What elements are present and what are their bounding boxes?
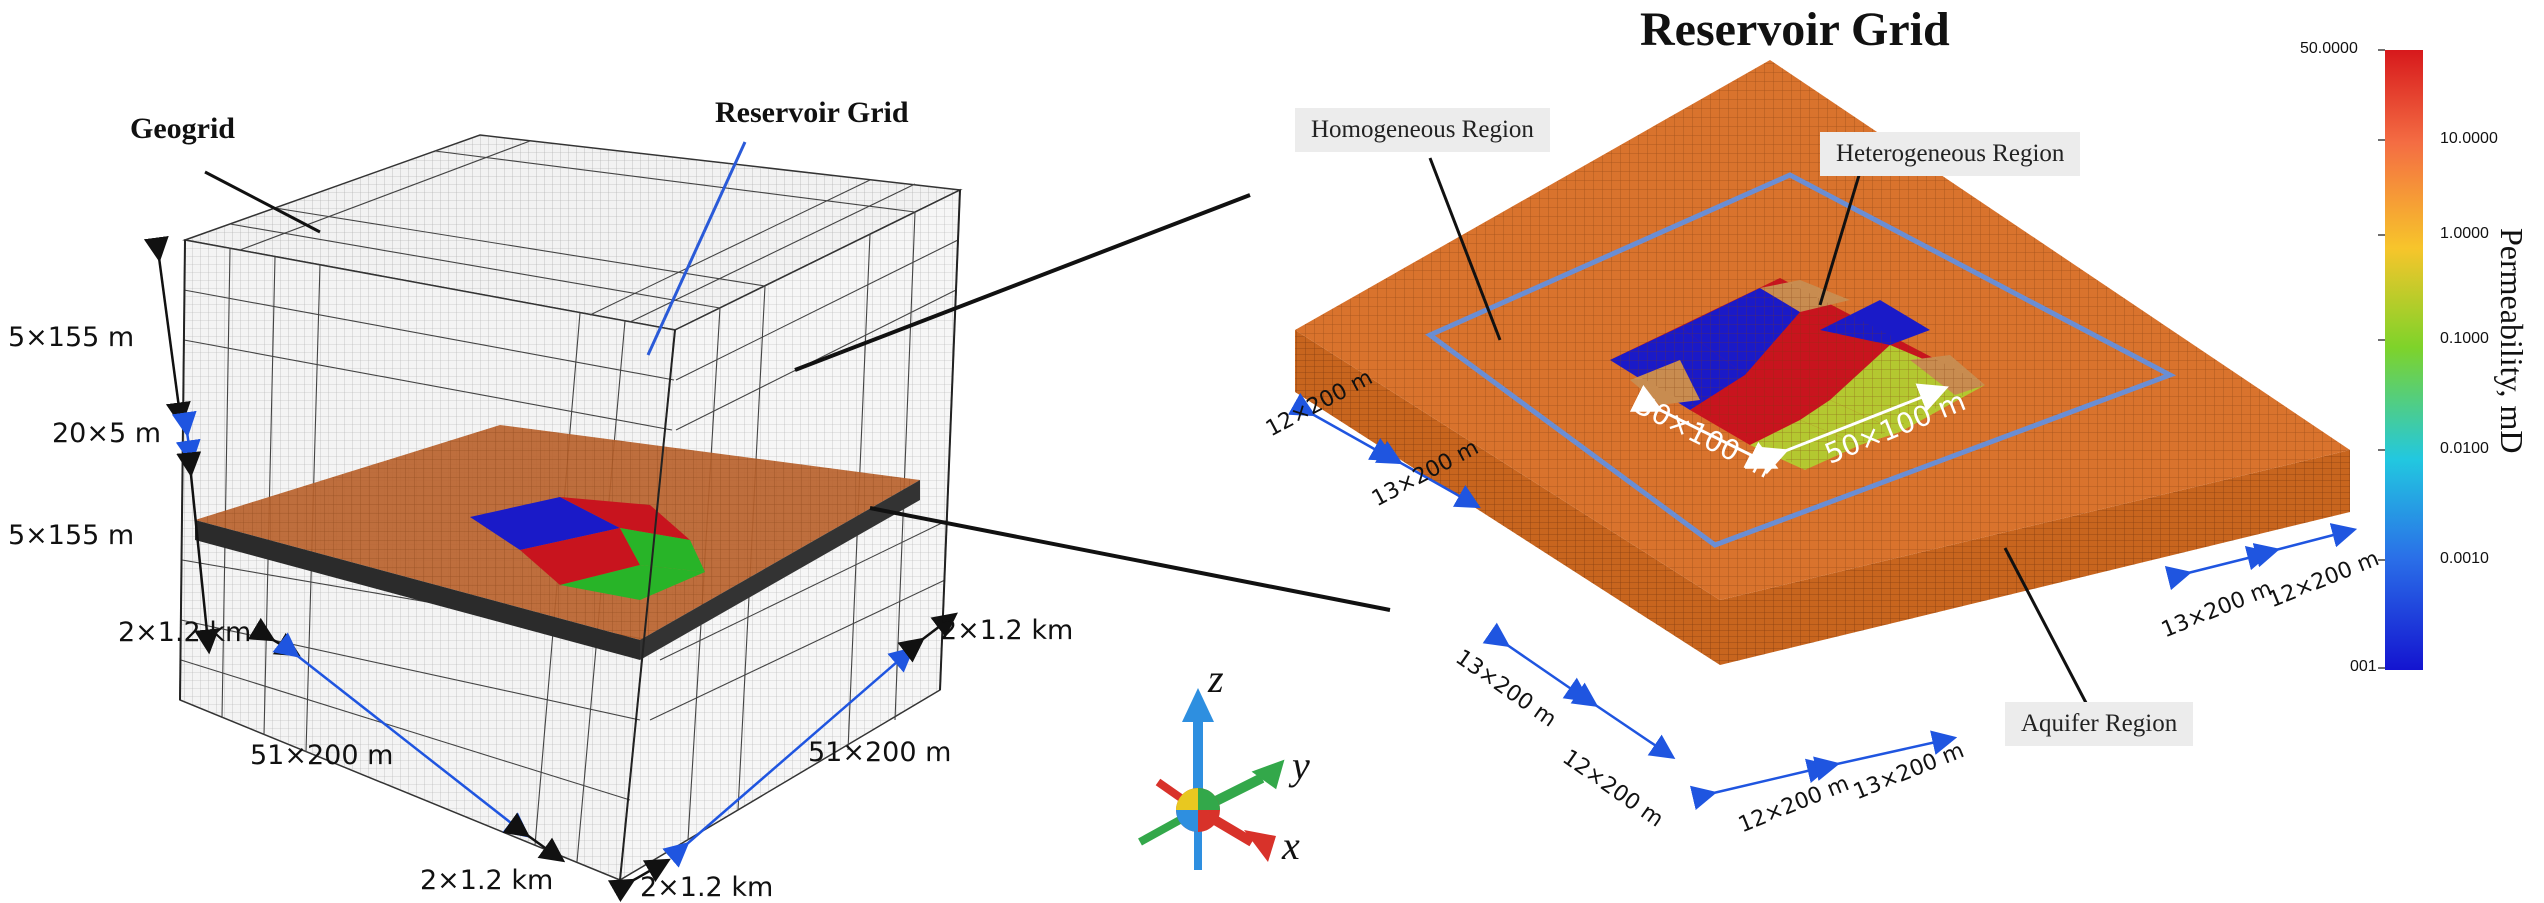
axis-y-label: y — [1292, 743, 1310, 788]
dim-front-left-label: 51×200 m — [250, 740, 394, 771]
homogeneous-region-label: Homogeneous Region — [1295, 108, 1550, 152]
aquifer-region-label: Aquifer Region — [2005, 702, 2194, 746]
center-dim-arrow-a — [1629, 384, 1779, 469]
left-heterogeneous-patch — [470, 497, 705, 600]
geogrid-leader — [204, 170, 321, 234]
zoom-line-top — [794, 193, 1251, 372]
right-title: Reservoir Grid — [1640, 3, 1950, 56]
dim-bottom-left-label: 2×1.2 km — [420, 865, 554, 896]
colorbar-ticks — [2378, 49, 2385, 669]
heterogeneous-leader — [1818, 171, 1862, 306]
dim-right-corner-label: 2×1.2 km — [940, 615, 1074, 646]
cb-tick-6: 001 — [2350, 658, 2377, 675]
cb-tick-5: 0.0010 — [2440, 550, 2489, 567]
dim-bottom-right-label: 2×1.2 km — [640, 872, 774, 903]
left-reservoir-grid-label: Reservoir Grid — [715, 96, 909, 129]
center-dim-arrow-b — [1755, 383, 1949, 475]
homogeneous-region-outline — [1425, 172, 2177, 548]
axis-x-label: x — [1282, 823, 1300, 868]
colorbar — [2385, 50, 2423, 670]
axes-triad — [1138, 688, 1285, 870]
cb-tick-1: 10.0000 — [2440, 130, 2498, 147]
cb-tick-0: 50.0000 — [2300, 40, 2358, 57]
cb-tick-4: 0.0100 — [2440, 440, 2489, 457]
cb-tick-2: 1.0000 — [2440, 225, 2489, 242]
geogrid-label: Geogrid — [130, 112, 235, 145]
reservoir-grid-leader — [646, 141, 747, 356]
dim-front-right-label: 51×200 m — [808, 737, 952, 768]
dim-top-label: 5×155 m — [8, 322, 135, 353]
dim-mid-label: 20×5 m — [52, 418, 162, 449]
zoom-line-bottom — [869, 506, 1391, 612]
colorbar-label: Permeability, mD — [2494, 228, 2530, 454]
left-dimension-arrows — [143, 235, 958, 903]
homogeneous-leader — [1428, 157, 1502, 341]
right-dimension-arrows — [1287, 392, 2358, 811]
dim-bottom-label: 5×155 m — [8, 520, 135, 551]
dim-left-corner-label: 2×1.2 km — [118, 617, 252, 648]
aquifer-leader — [2003, 547, 2097, 721]
axis-z-label: z — [1208, 656, 1224, 701]
heterogeneous-region-label: Heterogeneous Region — [1820, 132, 2081, 176]
reservoir-slab — [1295, 60, 2350, 665]
geogrid-model — [179, 134, 963, 882]
cb-tick-3: 0.1000 — [2440, 330, 2489, 347]
